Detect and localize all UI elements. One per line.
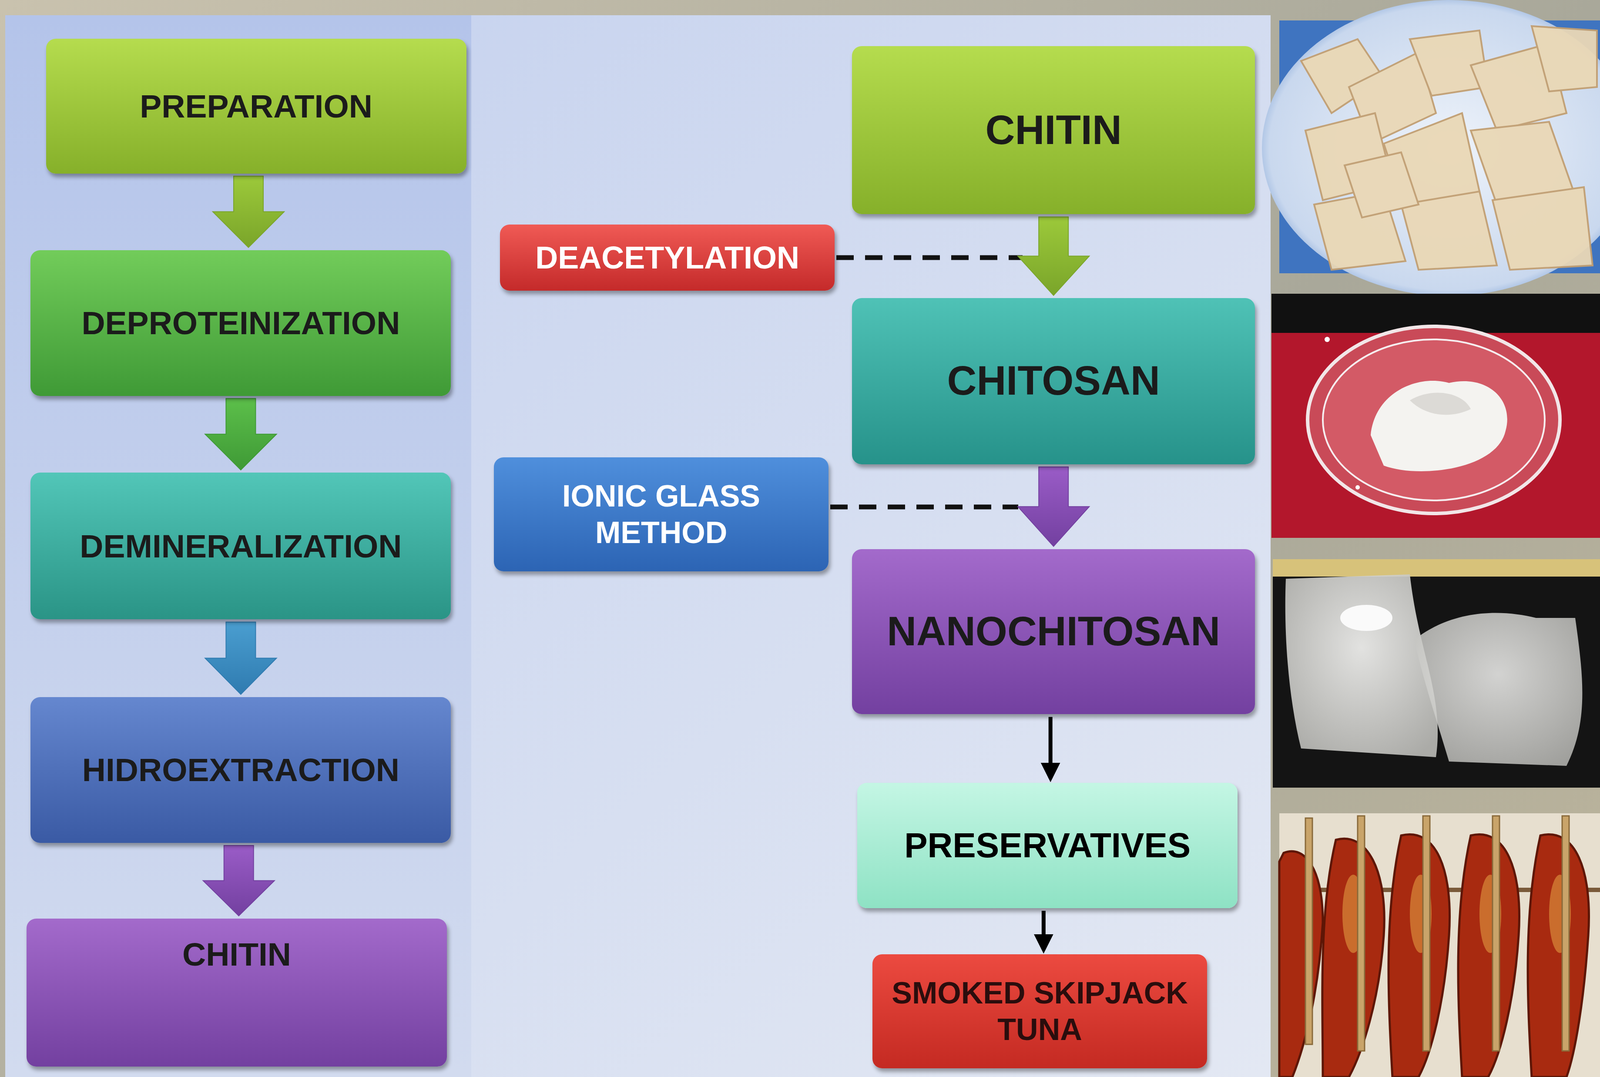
smoked-tuna-photo [1279,813,1600,1077]
box-label: CHITIN [985,105,1122,155]
process-box: NANOCHITOSAN [851,549,1255,715]
process-box: SMOKED SKIPJACK TUNA [872,954,1208,1069]
leader-line [836,255,1023,261]
box-label: DEMINERALIZATION [79,526,402,566]
box-label: DEACETYLATION [535,238,800,277]
box-label: DEPROTEINIZATION [81,303,400,343]
leader-line [830,504,1019,510]
process-box: PRESERVATIVES [857,782,1238,909]
process-box: DEPROTEINIZATION [30,250,451,396]
process-box: HIDROEXTRACTION [30,697,451,843]
nanochitosan-photo [1272,559,1600,788]
box-label: HIDROEXTRACTION [82,750,400,790]
flow-arrow [1041,910,1046,950]
chitin-photo [1261,0,1600,296]
process-box: CHITIN [26,918,447,1067]
block-arrow [204,621,277,695]
block-arrow [204,398,277,470]
chitosan-photo [1271,293,1600,538]
block-arrow [1017,216,1090,296]
box-label: NANOCHITOSAN [886,607,1221,657]
box-label: CHITOSAN [947,356,1161,406]
box-label: PREPARATION [139,86,373,126]
block-arrow [1017,466,1090,547]
panel [5,15,1271,1077]
process-box: DEACETYLATION [499,224,835,291]
process-box: IONIC GLASS METHOD [493,457,829,572]
process-box: PREPARATION [46,38,467,174]
block-arrow [212,176,285,248]
panel [5,15,472,1077]
box-label: IONIC GLASS METHOD [526,477,797,551]
box-label: CHITIN [182,934,292,974]
box-label: PRESERVATIVES [904,824,1191,867]
process-box: DEMINERALIZATION [30,472,451,620]
process-box: CHITOSAN [851,298,1255,465]
box-label: SMOKED SKIPJACK TUNA [887,974,1193,1048]
block-arrow [203,845,275,916]
flow-arrow [1048,716,1053,779]
process-box: CHITIN [851,46,1255,215]
